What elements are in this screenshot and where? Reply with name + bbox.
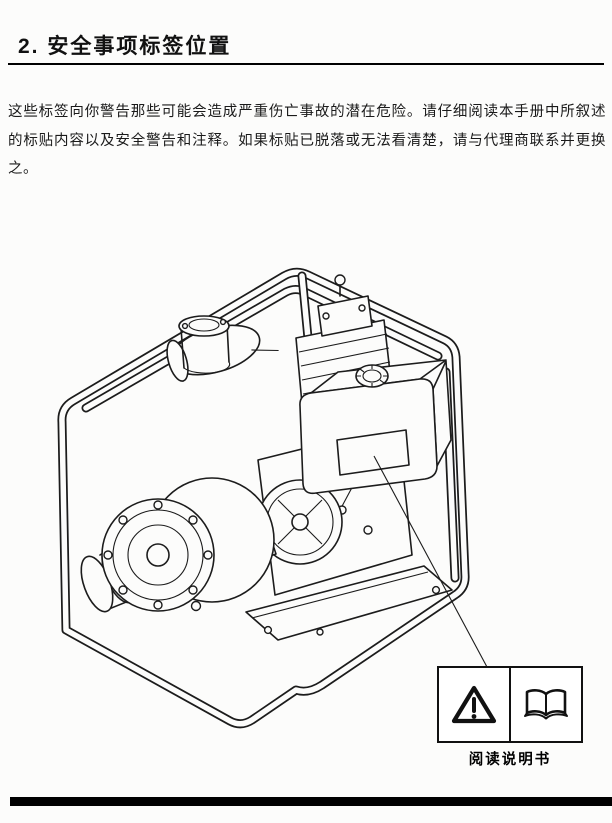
footer-bar	[10, 797, 612, 806]
engine-base	[245, 565, 453, 641]
warning-decal	[336, 429, 410, 476]
warning-cell	[439, 668, 509, 741]
intro-paragraph: 这些标签向你警告那些可能会造成严重伤亡事故的潜在危险。请仔细阅读本手册中所叙述的…	[8, 104, 606, 177]
callout-label: 阅读说明书	[468, 752, 552, 768]
water-pump	[80, 315, 275, 613]
pump-line-drawing	[57, 267, 488, 729]
open-book-icon	[524, 688, 568, 719]
fuel-tank	[299, 359, 452, 495]
read-manual-callout	[437, 666, 583, 743]
fuel-cap	[355, 364, 389, 388]
warning-triangle-icon	[451, 685, 497, 723]
pump-flange	[101, 498, 215, 612]
page-title: 2. 安全事项标签位置	[18, 35, 232, 58]
discharge-port	[178, 315, 231, 374]
book-cell	[509, 668, 581, 741]
title-rule	[8, 63, 604, 65]
callout-leader-line	[373, 455, 488, 668]
